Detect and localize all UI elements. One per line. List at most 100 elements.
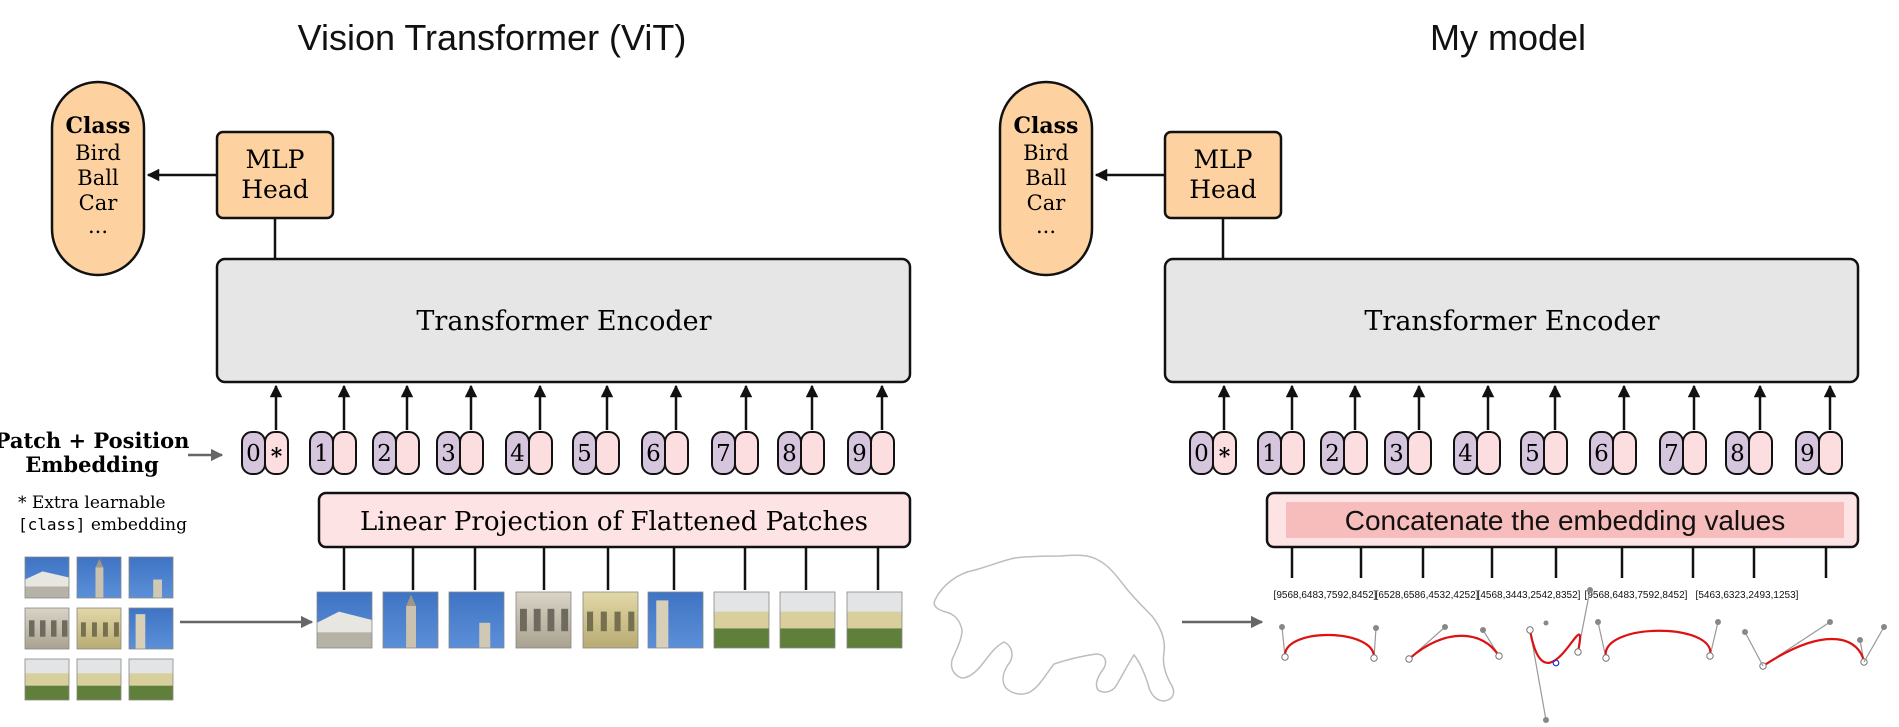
token-7-right: 7	[1659, 384, 1707, 475]
class-item-ellipsis: ...	[88, 214, 108, 238]
bezier-curve-icon-3	[1526, 587, 1593, 723]
image-grid-cell-3	[24, 607, 70, 650]
token-number-7: 7	[716, 441, 731, 467]
patch-embedding-4	[528, 431, 553, 475]
token-number-0: 0	[246, 441, 261, 467]
token-2-right: 2	[1320, 384, 1368, 475]
bezier-curve-icon-2	[1405, 624, 1503, 663]
token-8-right: 8	[1725, 384, 1773, 475]
mlp-head-line1-right: MLP	[1193, 145, 1252, 174]
patch-embedding-9	[870, 431, 895, 475]
class-item-ellipsis-right: ...	[1036, 214, 1056, 238]
transformer-encoder-label: Transformer Encoder	[416, 306, 711, 337]
patch-embedding-1-right	[1280, 431, 1305, 475]
patch-position-label-line2: Embedding	[25, 452, 159, 477]
token-0: 0*	[241, 384, 289, 475]
patch-5	[582, 591, 639, 649]
patch-position-label-line1: Patch + Position	[0, 428, 189, 453]
mlp-head-line1: MLP	[245, 145, 304, 174]
patch-3	[448, 591, 505, 649]
mlp-head-line2: Head	[241, 175, 309, 204]
patch-embedding-5	[595, 431, 620, 475]
token-number-9-right: 9	[1800, 441, 1815, 467]
class-item-ball: Ball	[77, 166, 119, 190]
class-heading: Class	[66, 113, 131, 139]
token-number-6: 6	[646, 441, 661, 467]
image-grid-cell-6	[24, 658, 70, 701]
token-number-3: 3	[441, 441, 456, 467]
patch-6	[647, 591, 704, 649]
token-3-right: 3	[1384, 384, 1432, 475]
class-output-box: Class Bird Ball Car ...	[50, 80, 146, 277]
patch-embedding-0-right	[1212, 431, 1237, 475]
class-item-car-right: Car	[1027, 191, 1067, 215]
curve-value-label-1: [6528,6586,4532,4252]	[1376, 590, 1479, 601]
patch-embedding-7	[734, 431, 759, 475]
image-grid-cell-4	[76, 607, 122, 650]
curve-value-label-2: [4568,3443,2542,8352]	[1478, 590, 1581, 601]
class-token-code: [class]	[18, 515, 85, 534]
patch-8	[779, 591, 836, 649]
token-6: 6	[641, 384, 689, 475]
token-number-4: 4	[510, 441, 525, 467]
token-8: 8	[777, 384, 825, 475]
curve-value-label-3: [9568,6483,7592,8452]	[1585, 590, 1688, 601]
curve-value-label-4: [5463,6323,2493,1253]	[1696, 590, 1799, 601]
mlp-head-box-right: MLP Head	[1163, 130, 1283, 220]
bear-silhouette-icon	[933, 554, 1175, 702]
vit-panel: Class Bird Ball Car ... MLP Head Transfo…	[0, 80, 912, 701]
token-2: 2	[372, 384, 420, 475]
extra-learnable-note-line2: [class] embedding	[18, 515, 187, 535]
class-item-ball-right: Ball	[1025, 166, 1067, 190]
patch-embedding-2	[395, 431, 420, 475]
patch-embedding-2-right	[1343, 431, 1368, 475]
my-model-panel: Class Bird Ball Car ... MLP Head Transfo…	[933, 80, 1887, 723]
curve-input-lines	[1290, 547, 1828, 578]
token-5: 5	[572, 384, 620, 475]
patch-embedding-5-right	[1543, 431, 1568, 475]
image-grid-cell-5	[128, 607, 174, 650]
patch-embedding-6	[664, 431, 689, 475]
linear-projection-box: Linear Projection of Flattened Patches	[317, 491, 912, 549]
patch-embedding-0	[264, 431, 289, 475]
class-output-box-right: Class Bird Ball Car ...	[998, 80, 1094, 277]
token-number-2-right: 2	[1325, 441, 1340, 467]
embedding-word: embedding	[85, 515, 187, 535]
token-number-1: 1	[314, 441, 329, 467]
token-number-3-right: 3	[1389, 441, 1404, 467]
mlp-head-line2-right: Head	[1189, 175, 1257, 204]
token-number-4-right: 4	[1458, 441, 1473, 467]
token-9-right: 9	[1795, 384, 1843, 475]
concatenate-highlight	[1286, 502, 1844, 538]
concatenate-label: Concatenate the embedding values	[1345, 505, 1786, 536]
token-number-8-right: 8	[1730, 441, 1745, 467]
token-number-1-right: 1	[1262, 441, 1277, 467]
patch-embedding-8-right	[1748, 431, 1773, 475]
image-grid-cell-0	[24, 556, 70, 599]
class-token-star: *	[271, 444, 283, 470]
bezier-curve-row	[1279, 587, 1887, 723]
class-token-star-right: *	[1219, 444, 1231, 470]
token-9: 9	[847, 384, 895, 475]
flattened-patch-row	[316, 591, 903, 649]
patch-embedding-9-right	[1818, 431, 1843, 475]
image-grid-cell-2	[128, 556, 174, 599]
token-number-0-right: 0	[1194, 441, 1209, 467]
token-number-7-right: 7	[1664, 441, 1679, 467]
vit-title: Vision Transformer (ViT)	[298, 17, 687, 58]
patch-embedding-1	[332, 431, 357, 475]
token-4-right: 4	[1453, 384, 1501, 475]
token-number-2: 2	[377, 441, 392, 467]
mlp-head-box: MLP Head	[215, 130, 335, 220]
patch-embedding-4-right	[1476, 431, 1501, 475]
patch-embedding-6-right	[1612, 431, 1637, 475]
transformer-encoder-box: Transformer Encoder	[215, 257, 912, 384]
token-number-6-right: 6	[1594, 441, 1609, 467]
image-grid-cell-7	[76, 658, 122, 701]
patch-input-lines	[342, 547, 880, 590]
token-number-9: 9	[852, 441, 867, 467]
transformer-encoder-label-right: Transformer Encoder	[1364, 306, 1659, 337]
class-item-bird-right: Bird	[1023, 141, 1069, 165]
